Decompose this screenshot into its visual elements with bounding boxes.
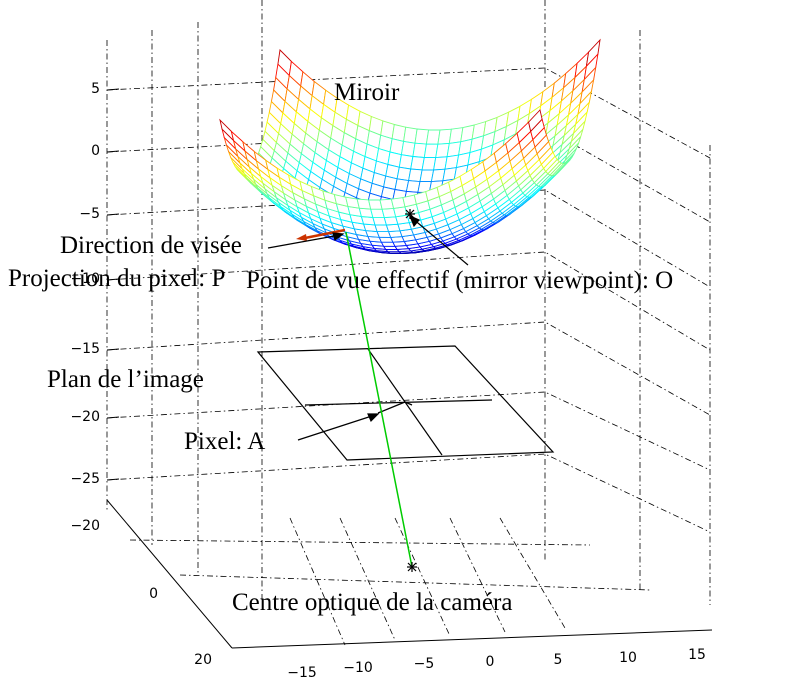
y-tick: 20 — [194, 652, 212, 668]
x-tick: 15 — [688, 647, 706, 663]
floor-grid — [129, 517, 651, 646]
x-tick: 10 — [619, 650, 637, 666]
z-tick-marks — [106, 88, 120, 481]
x-tick: −10 — [343, 660, 373, 676]
x-tick: 5 — [554, 652, 563, 668]
camera-centre-marker — [407, 562, 417, 572]
mirror-surface — [219, 38, 601, 255]
annotation-arrows — [267, 214, 469, 441]
axis-frame — [106, 499, 713, 649]
x-tick: 0 — [486, 654, 495, 670]
x-tick: −5 — [414, 656, 435, 672]
pixel-label: Pixel: A — [184, 428, 265, 455]
z-tick: 0 — [91, 143, 100, 159]
z-tick: 5 — [91, 81, 100, 97]
z-tick: −20 — [70, 409, 100, 425]
z-tick-labels: 5 0 −5 −10 −15 −20 −25 — [70, 81, 100, 487]
image-plane-label: Plan de l’image — [47, 366, 204, 393]
grid-horizontals — [106, 67, 711, 533]
mirror-label: Miroir — [334, 79, 400, 106]
y-tick: 0 — [149, 586, 158, 602]
grid-verticals — [106, 0, 711, 605]
pixel-marker — [377, 401, 413, 414]
z-tick: −15 — [70, 341, 100, 357]
optical-centre-label: Centre optique de la caméra — [232, 589, 512, 616]
y-tick-labels: −20 0 20 — [70, 518, 212, 668]
y-tick: −20 — [70, 518, 100, 534]
view-direction-label: Direction de visée — [60, 232, 242, 259]
z-tick: −25 — [70, 471, 100, 487]
z-tick: −5 — [79, 206, 100, 222]
x-tick-labels: −15 −10 −5 0 5 10 15 — [287, 647, 706, 680]
image-plane — [256, 345, 555, 461]
mesh-cell — [528, 109, 543, 133]
pixel-projection-label: Projection du pixel: P — [8, 265, 225, 292]
z-tick: −10 — [70, 271, 100, 287]
view-direction-arrow — [296, 228, 346, 241]
x-tick: −15 — [287, 665, 317, 680]
annotation-labels: Miroir Direction de visée Point de vue e… — [8, 79, 673, 616]
viewpoint-label: Point de vue effectif (mirror viewpoint)… — [246, 267, 673, 294]
projection-ray — [345, 231, 413, 568]
